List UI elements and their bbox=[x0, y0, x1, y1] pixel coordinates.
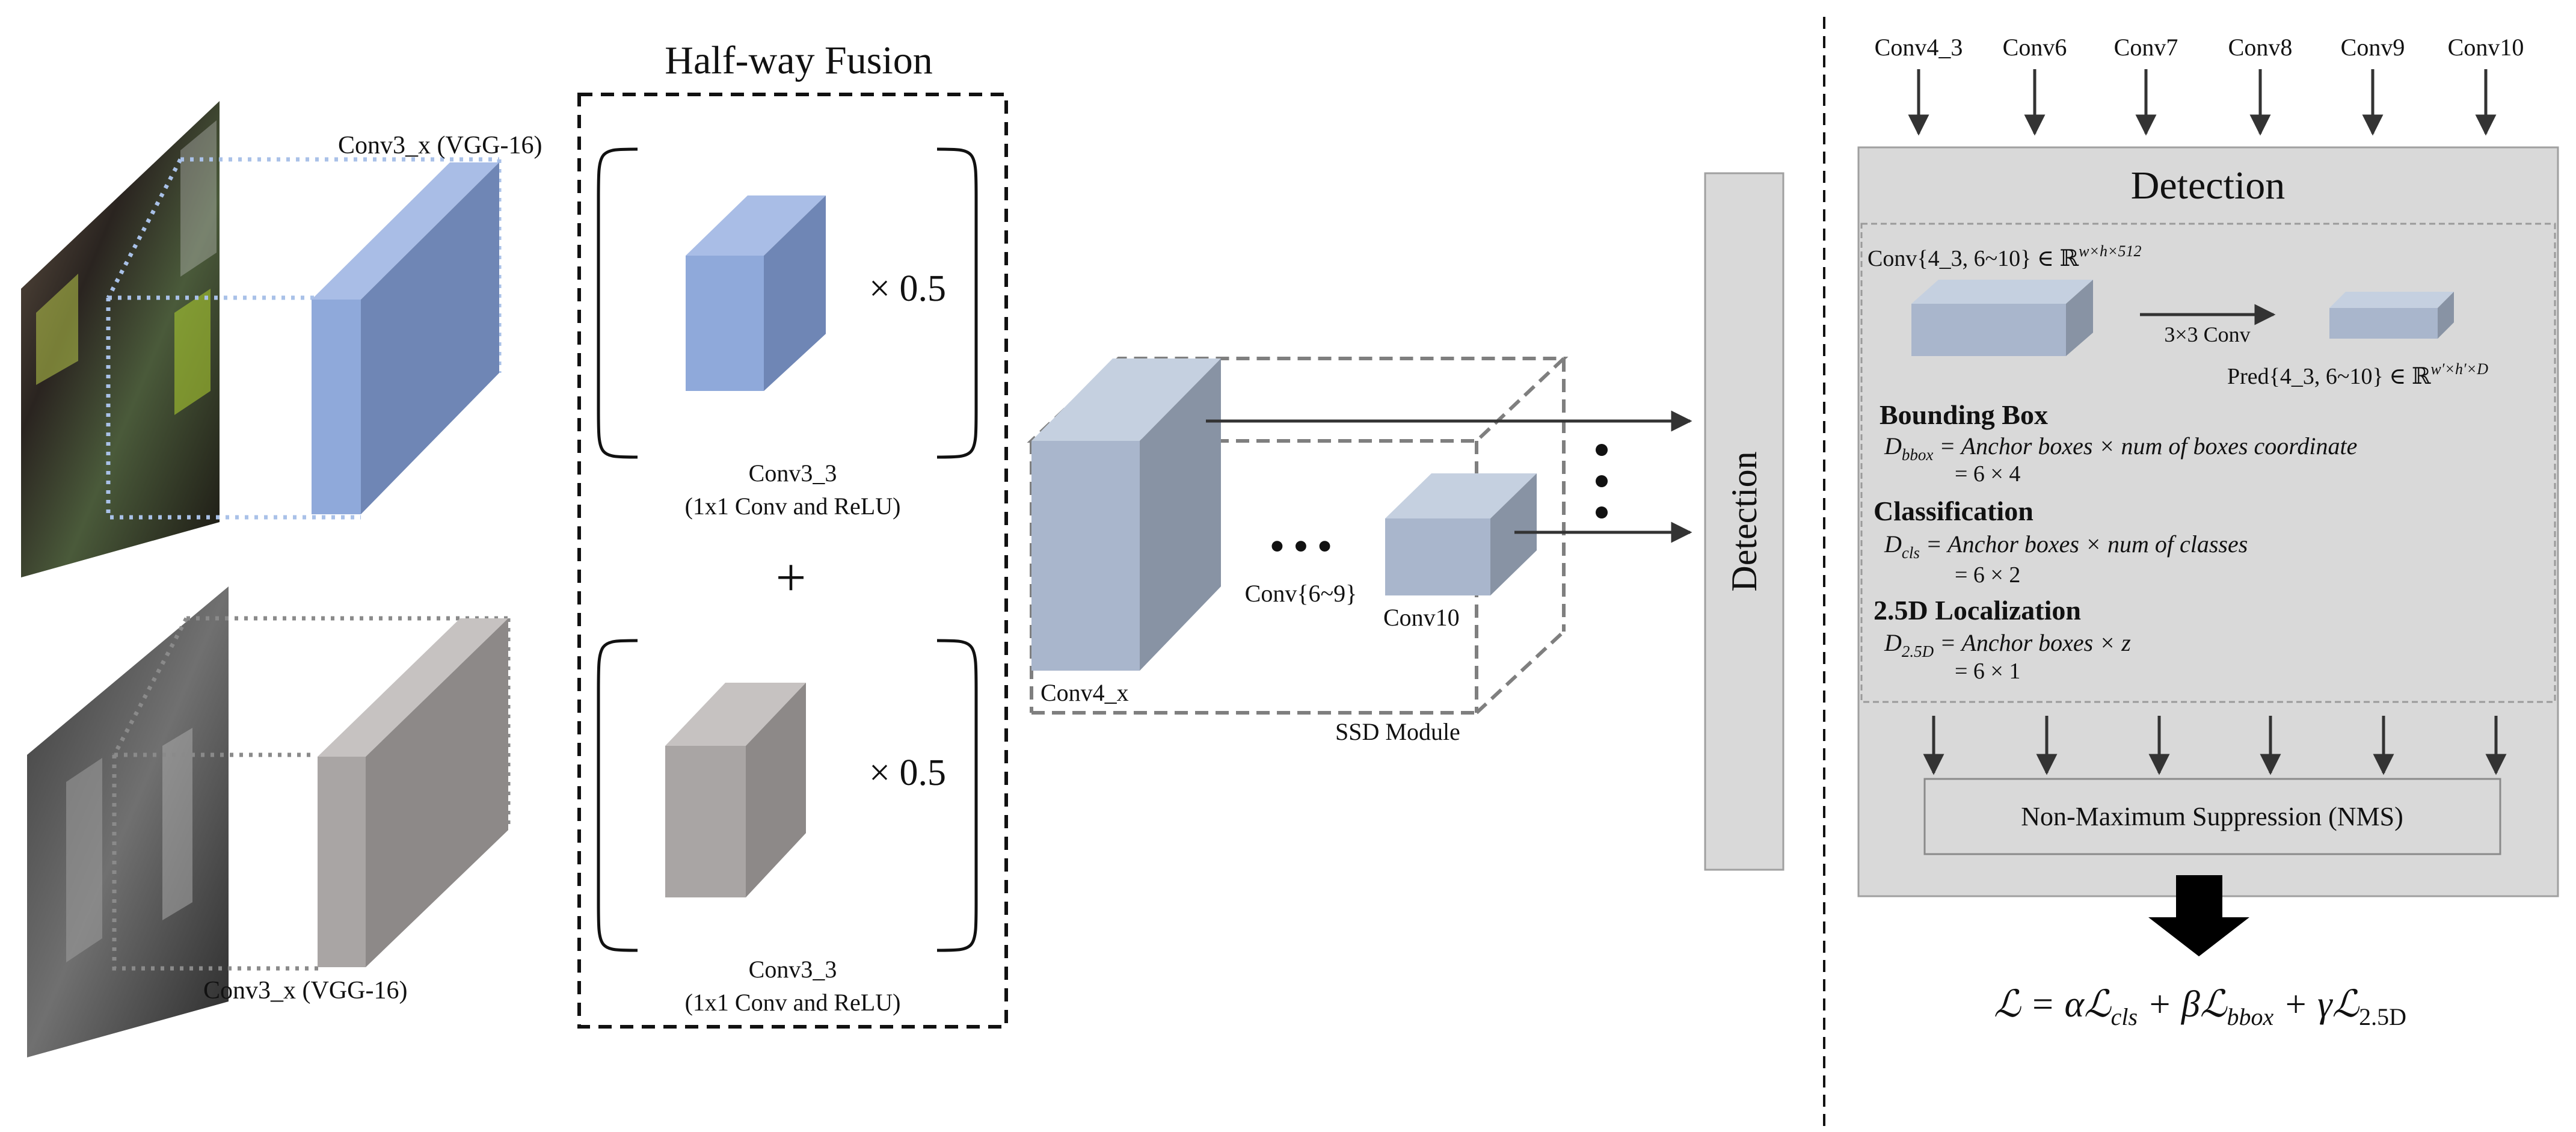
pred-label: Pred{4_3, 6~10} ∈ ℝw′×h′×D bbox=[2227, 360, 2488, 389]
cls-value: = 6 × 2 bbox=[1955, 562, 2020, 588]
cls-heading: Classification bbox=[1874, 496, 2033, 526]
nms-label: Non-Maximum Suppression (NMS) bbox=[2021, 802, 2403, 831]
panel-input-arrows bbox=[1908, 69, 2497, 136]
input-label-conv4-3: Conv4_3 bbox=[1875, 34, 1963, 61]
panel-title: Detection bbox=[2131, 164, 2286, 208]
rgb-branch-label: Conv3_x (VGG-16) bbox=[338, 132, 542, 159]
conv6-9-label: Conv{6~9} bbox=[1245, 580, 1357, 607]
thermal-conv3-block bbox=[318, 618, 508, 967]
fusion-title: Half-way Fusion bbox=[665, 38, 932, 82]
loc-heading: 2.5D Localization bbox=[1874, 595, 2081, 626]
feature-label: Conv{4_3, 6~10} ∈ ℝw×h×512 bbox=[1867, 242, 2142, 271]
thermal-branch-label: Conv3_x (VGG-16) bbox=[203, 977, 407, 1004]
rgb-conv3-front bbox=[312, 300, 361, 514]
input-label-conv10: Conv10 bbox=[2448, 34, 2524, 61]
fusion-bottom-block-desc: (1x1 Conv and ReLU) bbox=[685, 989, 901, 1016]
thermal-input-image bbox=[27, 586, 229, 1057]
rgb-conv3-side bbox=[361, 162, 499, 514]
fusion-top-brackets bbox=[597, 147, 978, 459]
panel-input-labels: Conv4_3 Conv6 Conv7 Conv8 Conv9 Conv10 bbox=[1875, 34, 2524, 61]
cls-formula: Dcls = Anchor boxes × num of classes bbox=[1884, 531, 2248, 562]
loc-formula: D2.5D = Anchor boxes × z bbox=[1884, 629, 2131, 660]
nms-box bbox=[1923, 778, 2501, 855]
conv4-x-label: Conv4_x bbox=[1041, 679, 1129, 706]
bbox-heading: Bounding Box bbox=[1880, 399, 2048, 430]
input-label-conv9: Conv9 bbox=[2341, 34, 2405, 61]
detection-bar bbox=[1704, 172, 1784, 871]
detection-panel bbox=[1857, 146, 2559, 897]
loc-value: = 6 × 1 bbox=[1955, 659, 2020, 684]
bbox-formula: Dbbox = Anchor boxes × num of boxes coor… bbox=[1884, 432, 2357, 464]
fusion-plus: + bbox=[776, 548, 807, 608]
detection-bar-label: Detection bbox=[1724, 451, 1764, 591]
ssd-module-label: SSD Module bbox=[1335, 718, 1460, 745]
rgb-conv3-block bbox=[312, 162, 499, 514]
conv10-block bbox=[1385, 473, 1537, 595]
fusion-top-weight: × 0.5 bbox=[869, 268, 946, 309]
rgb-input-image bbox=[21, 101, 220, 577]
pred-block bbox=[2329, 292, 2454, 339]
feature-block bbox=[1911, 280, 2093, 356]
input-label-conv6: Conv6 bbox=[2003, 34, 2067, 61]
conv10-label: Conv10 bbox=[1383, 604, 1460, 631]
input-label-conv8: Conv8 bbox=[2228, 34, 2293, 61]
fusion-top-block-name: Conv3_3 bbox=[749, 460, 837, 487]
output-arrow bbox=[2148, 875, 2249, 956]
panel-inner-frame bbox=[1860, 223, 2556, 703]
fusion-bottom-cube bbox=[665, 683, 806, 897]
input-label-conv7: Conv7 bbox=[2114, 34, 2178, 61]
fusion-top-block-desc: (1x1 Conv and ReLU) bbox=[685, 493, 901, 520]
vertical-dots bbox=[1596, 444, 1608, 518]
loss-formula: ℒ = αℒcls + βℒbbox + γℒ2.5D bbox=[1994, 984, 2406, 1030]
fusion-frame bbox=[577, 93, 1008, 1029]
conv4-x-block bbox=[1031, 358, 1221, 671]
fusion-bottom-brackets bbox=[597, 639, 978, 952]
fusion-top-cube bbox=[686, 195, 826, 391]
rgb-conv3-top bbox=[312, 162, 499, 300]
nms-input-arrows bbox=[1923, 716, 2507, 775]
conv-op-label: 3×3 Conv bbox=[2164, 322, 2250, 346]
bbox-value: = 6 × 4 bbox=[1955, 461, 2020, 487]
ssd-dots: • • • bbox=[1270, 524, 1332, 568]
fusion-bottom-weight: × 0.5 bbox=[869, 752, 946, 793]
fusion-bottom-block-name: Conv3_3 bbox=[749, 956, 837, 983]
